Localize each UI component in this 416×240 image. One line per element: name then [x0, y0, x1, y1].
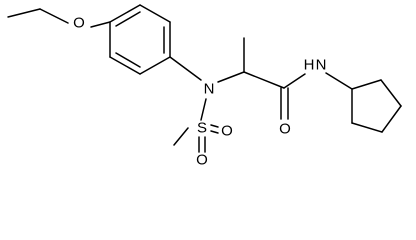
- atom-nitrogen-sulfonamide: N: [204, 81, 215, 98]
- atom-oxygen-ether: O: [73, 15, 85, 32]
- atom-hydrogen-amide: H: [304, 57, 315, 74]
- bond-ring-double-1: [115, 11, 141, 27]
- bond-cp-4: [351, 122, 383, 133]
- bond-nh-cyclopentyl: [325, 72, 353, 90]
- bond-ring-4: [139, 56, 171, 75]
- bond-s-o-2b: [210, 130, 219, 134]
- atom-sulfur: S: [197, 120, 207, 137]
- atom-labels: O N S O O O H N: [73, 15, 326, 169]
- bond-ethyl-ch3-ch2: [7, 8, 41, 18]
- bond-s-o-2a: [210, 124, 219, 128]
- bond-cp-1: [351, 79, 382, 90]
- chemical-structure-diagram: O N S O O O H N: [7, 4, 402, 169]
- bond-ccarbonyl-nh: [283, 73, 306, 89]
- bond-ethyl-ch2-o: [39, 8, 69, 24]
- atom-oxygen-carbonyl: O: [279, 121, 291, 138]
- atom-oxygen-sulfonyl-2: O: [221, 123, 233, 140]
- atom-nitrogen-amide: N: [316, 57, 327, 74]
- bond-s-methyl: [173, 127, 189, 146]
- bond-aryl-n: [169, 56, 202, 81]
- bond-ring-double-3: [115, 52, 141, 68]
- bond-ring-5: [109, 56, 141, 75]
- bond-ring-1: [109, 4, 141, 23]
- bond-cp-2: [380, 79, 402, 107]
- atom-oxygen-sulfonyl-1: O: [196, 152, 208, 169]
- bond-ring-2: [139, 4, 171, 23]
- bond-calpha-ccarbonyl: [243, 71, 285, 89]
- bonds: [7, 4, 402, 153]
- bond-o-aryl: [90, 21, 111, 28]
- bond-n-s: [200, 98, 207, 121]
- bond-cp-3: [381, 105, 402, 133]
- bond-n-calpha: [217, 71, 245, 83]
